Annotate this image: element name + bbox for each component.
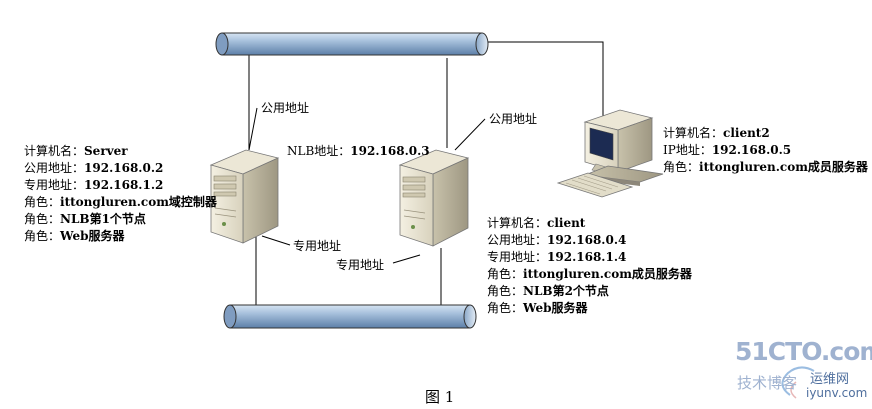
figure-caption: 图 1	[425, 388, 455, 406]
client2-info-line: 角色：ittongluren.com成员服务器	[663, 160, 868, 174]
callout-line-public2	[454, 118, 486, 151]
callout-private-address-1: 专用地址	[293, 239, 342, 253]
server1-info-line: 公用地址：192.168.0.2	[24, 161, 164, 175]
server2-info: 计算机名：client 公用地址：192.168.0.4 专用地址：192.16…	[487, 215, 692, 317]
callout-line-private2	[392, 254, 421, 264]
server1-info-line: 角色：Web服务器	[24, 229, 125, 243]
watermark-url: iyunv.com	[806, 386, 868, 400]
watermark-brand: 运维网	[810, 372, 850, 387]
callout-line-public1	[248, 107, 258, 151]
server1-info-line: 角色：ittongluren.com域控制器	[24, 195, 217, 209]
public-network-pipe	[215, 32, 489, 56]
server2-info-line: 角色：NLB第2个节点	[487, 284, 609, 298]
client2-info-line: 计算机名：client2	[663, 126, 770, 140]
watermark-site: 51CTO.com	[735, 337, 872, 366]
connection-lines	[248, 41, 604, 305]
server2-info-line: 专用地址：192.168.1.4	[487, 250, 627, 264]
server1-info-line: 专用地址：192.168.1.2	[24, 178, 164, 192]
callout-line-private1	[261, 235, 291, 246]
callout-public-address-1: 公用地址	[261, 101, 310, 115]
server1-icon	[209, 149, 280, 244]
client2-info-line: IP地址：192.168.0.5	[663, 143, 792, 157]
client2-workstation-icon	[556, 109, 664, 198]
nlb-address: NLB地址：192.168.0.3	[287, 144, 430, 158]
watermark-logo	[781, 366, 815, 399]
server2-icon	[398, 149, 470, 247]
server1-info-line: 计算机名：Server	[24, 144, 128, 158]
server1-info-line: 角色：NLB第1个节点	[24, 212, 146, 226]
server2-info-line: 计算机名：client	[487, 216, 586, 230]
callout-public-address-2: 公用地址	[489, 112, 538, 126]
server2-info-line: 公用地址：192.168.0.4	[487, 233, 627, 247]
callout-private-address-2: 专用地址	[336, 258, 385, 272]
client2-info: 计算机名：client2 IP地址：192.168.0.5 角色：ittongl…	[663, 125, 868, 176]
server1-info: 计算机名：Server 公用地址：192.168.0.2 专用地址：192.16…	[24, 143, 217, 245]
private-network-pipe	[223, 304, 477, 329]
watermark-tagline: 技术博客	[737, 374, 798, 392]
link-client2	[486, 41, 604, 118]
server2-info-line: 角色：Web服务器	[487, 301, 588, 315]
server2-info-line: 角色：ittongluren.com成员服务器	[487, 267, 692, 281]
